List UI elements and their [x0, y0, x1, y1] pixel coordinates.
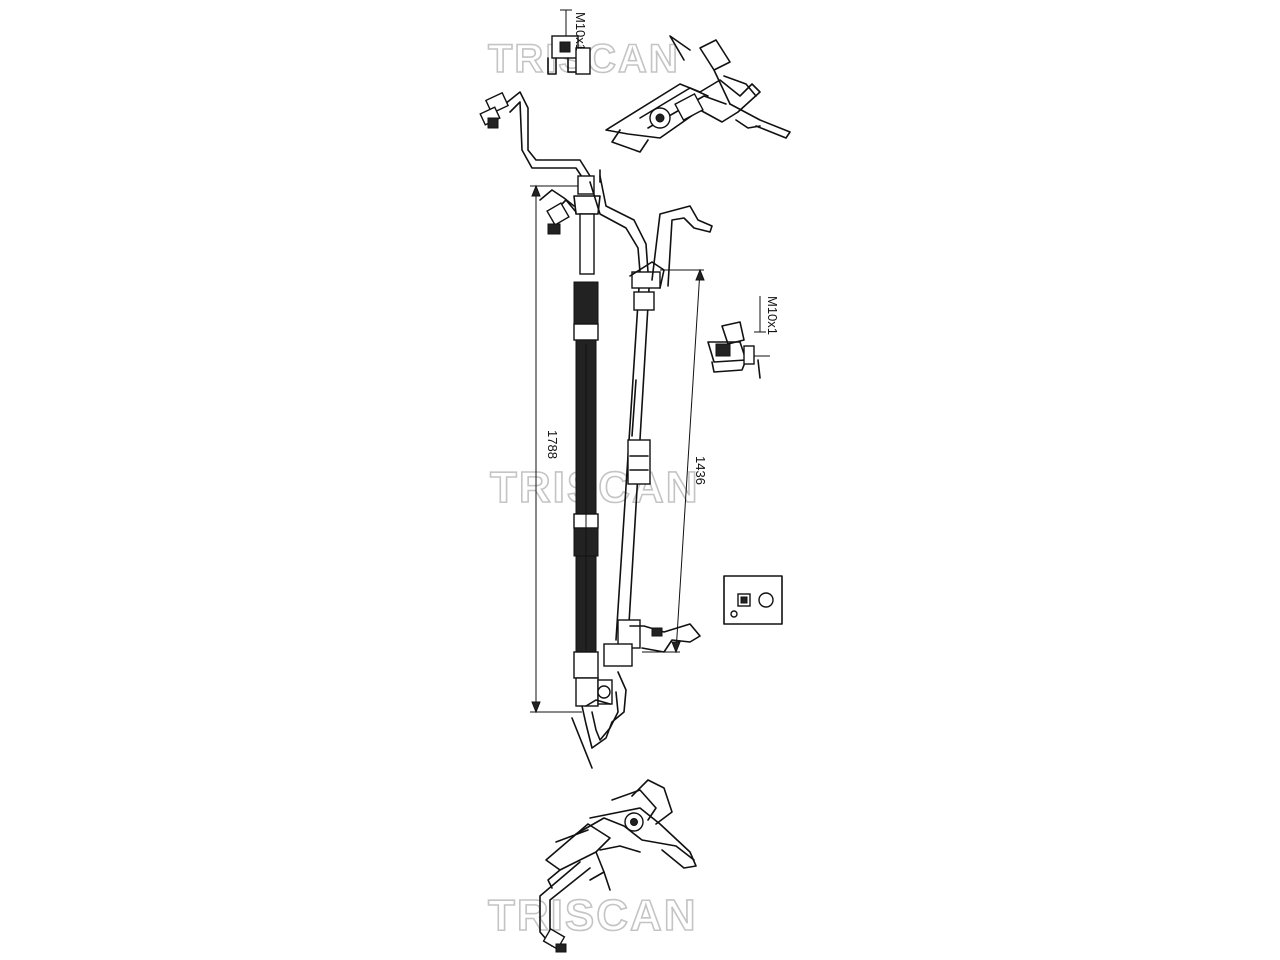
- pipe-length-label: 1436: [693, 456, 708, 485]
- side-fitting-detail: [707, 296, 770, 379]
- brake-hose: [573, 175, 601, 707]
- bottom-caliper-assembly: [545, 779, 697, 891]
- lower-hose-end: [571, 671, 627, 769]
- hose-length-dimension: [530, 184, 582, 714]
- thread-top-label: M10x1: [573, 12, 588, 51]
- lower-pipe-bracket: [629, 623, 701, 653]
- thread-side-label: M10x1: [765, 296, 780, 335]
- brake-pipe: [539, 169, 661, 667]
- top-fitting-detail: [547, 9, 591, 75]
- top-pipe-end: [479, 91, 591, 181]
- top-caliper-assembly: [605, 35, 791, 153]
- bottom-pipe-end: [539, 861, 591, 953]
- clip-detail: [723, 575, 783, 625]
- pipe-length-dimension: [642, 268, 705, 654]
- watermark-bottom: TRISCAN: [488, 891, 698, 940]
- upper-pipe-bracket: [629, 205, 713, 289]
- hose-length-label: 1788: [545, 430, 560, 459]
